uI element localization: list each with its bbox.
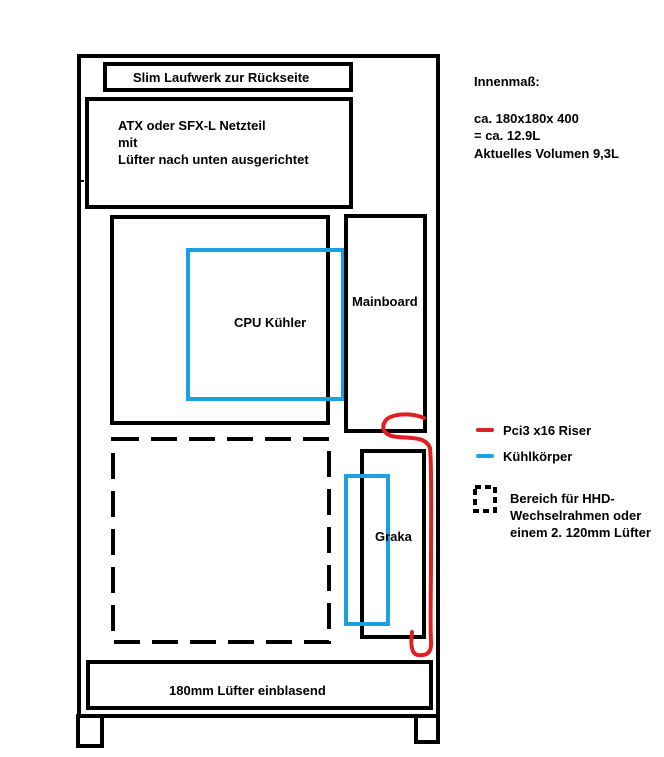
bottom-fan-box: [86, 660, 433, 710]
legend-heatsink-label: Kühlkörper: [503, 449, 573, 464]
dimensions-volume: = ca. 12.9L: [474, 128, 541, 143]
psu-box: [85, 97, 353, 209]
cpu-heatsink-box: [186, 248, 345, 401]
case-foot-left: [76, 714, 104, 748]
legend-riser-label: Pci3 x16 Riser: [503, 423, 592, 438]
legend-dashed-symbol: [473, 485, 497, 513]
psu-label: ATX oder SFX-L Netzteil mit Lüfter nach …: [118, 118, 309, 167]
dimensions-title: Innenmaß:: [474, 74, 540, 89]
gpu-box: [360, 449, 426, 639]
legend-dashed-label: Bereich für HHD- Wechselrahmen oder eine…: [510, 491, 651, 540]
dimensions-current-volume: Aktuelles Volumen 9,3L: [474, 146, 619, 161]
gpu-heatsink-box: [344, 474, 390, 626]
riser-cable: [381, 412, 434, 658]
mainboard-label: Mainboard: [352, 294, 418, 309]
case-frame: [77, 54, 440, 718]
dimensions-size: ca. 180x180x 400: [474, 111, 579, 126]
bottom-fan-label: 180mm Lüfter einblasend: [169, 683, 326, 698]
cpu-cooler-label: CPU Kühler: [234, 315, 307, 330]
cpu-area-box: [110, 215, 330, 425]
gpu-label: Graka: [375, 529, 412, 544]
hdd-area-box: [111, 437, 331, 644]
slim-drive-box: [103, 62, 353, 92]
mainboard-box: [344, 214, 427, 433]
case-foot-right: [414, 714, 440, 744]
slim-drive-label: Slim Laufwerk zur Rückseite: [133, 70, 310, 85]
